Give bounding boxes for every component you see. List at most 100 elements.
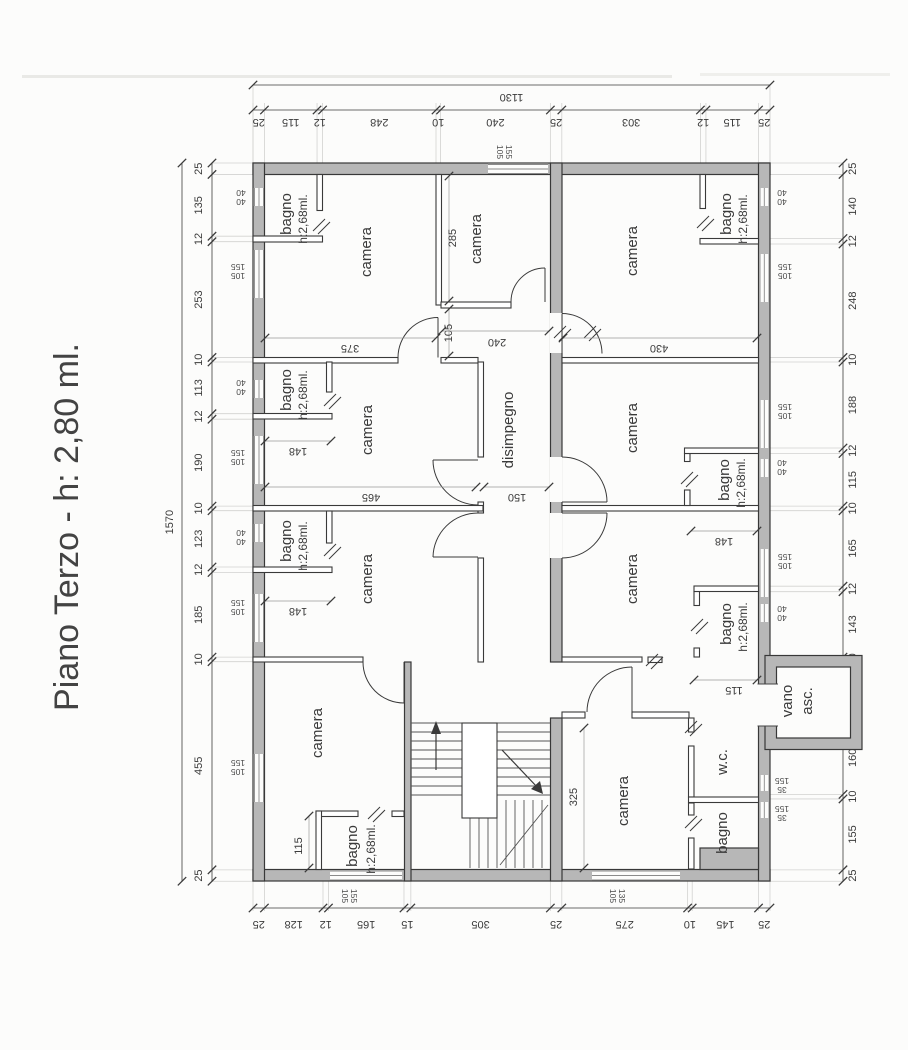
- dim-chain-label: 10: [847, 354, 859, 366]
- room-label-camera-tr: camera: [624, 225, 641, 276]
- dim-chain-label: 275: [616, 918, 634, 930]
- room-label-bagno-ml: bagno: [278, 369, 295, 411]
- dim-chain-label: 25: [758, 918, 770, 930]
- window-dim-label: 40: [777, 188, 787, 198]
- dim-chain-label: 15: [401, 918, 413, 930]
- room-label-vano-asc: vano: [779, 685, 796, 718]
- interior-dim-label: 430: [650, 342, 668, 354]
- dim-chain-label: 143: [847, 615, 859, 633]
- interior-dim-label: 240: [488, 336, 506, 348]
- dim-chain-label: 305: [471, 918, 489, 930]
- window-dim-label: 40: [777, 458, 787, 468]
- window-dim-label: 40: [236, 378, 246, 388]
- dim-chain-label: 10: [193, 354, 205, 366]
- dim-chain-label: 160: [847, 749, 859, 767]
- room-sublabel-bagno-mr2: h:2,68ml.: [736, 602, 750, 651]
- spine-door-openings: [549, 313, 563, 558]
- interior-dim-label: 325: [568, 788, 580, 806]
- interior-dim-label: 148: [289, 445, 307, 457]
- window-bottom-left: [330, 870, 402, 881]
- interior-dim-label: 115: [293, 837, 305, 855]
- dim-chain-label: 25: [193, 869, 205, 881]
- elevator-shaft: [757, 666, 852, 739]
- window-top-center: [488, 163, 548, 174]
- dim-chain-label: 248: [370, 116, 388, 128]
- room-label-bagno-tl: bagno: [278, 193, 295, 235]
- window-dim-label: 105: [495, 145, 505, 159]
- window-dim-label: 40: [236, 387, 246, 397]
- window-dim-label: 105: [231, 457, 245, 467]
- dim-chain-label: 115: [847, 471, 859, 489]
- dim-chain-label: 25: [847, 869, 859, 881]
- window-dim-label: 105: [231, 767, 245, 777]
- dim-chain-label: 12: [847, 445, 859, 457]
- window-dim-label: 155: [349, 889, 359, 903]
- window-dim-label: 155: [775, 776, 789, 786]
- stairs-up-arrow: [431, 721, 441, 734]
- dim-chain-label: 240: [486, 116, 504, 128]
- overall-height-dim: 1570: [164, 510, 176, 534]
- window-dim-label: 105: [778, 271, 792, 281]
- overall-width-dim: 1130: [500, 91, 524, 103]
- window-dim-label: 105: [778, 411, 792, 421]
- window-dim-label: 155: [775, 804, 789, 814]
- room-label-bagno-tr: bagno: [718, 193, 735, 235]
- staircase: [411, 721, 550, 868]
- dim-chain-label: 10: [432, 116, 444, 128]
- window-dim-label: 155: [231, 448, 245, 458]
- dim-chain-label: 10: [193, 502, 205, 514]
- drawing-title: Piano Terzo - h: 2,80 ml.: [48, 343, 86, 711]
- dim-chain-label: 115: [282, 116, 300, 128]
- windows-right-wall: [759, 188, 770, 818]
- interior-dim-label: 148: [289, 605, 307, 617]
- window-dim-label: 105: [778, 561, 792, 571]
- window-dim-label: 155: [231, 758, 245, 768]
- doors: [362, 267, 633, 713]
- window-dim-label: 35: [777, 813, 787, 823]
- dim-chain-label: 25: [193, 163, 205, 175]
- room-label-camera-tc: camera: [468, 213, 485, 264]
- dim-chain-label: 25: [847, 163, 859, 175]
- dim-chain-label: 25: [550, 918, 562, 930]
- window-dim-label: 135: [617, 889, 627, 903]
- dim-chain-label: 190: [193, 453, 205, 471]
- dim-chain-label: 455: [193, 757, 205, 775]
- dim-chain-label: 253: [193, 290, 205, 308]
- dim-chain-label: 10: [684, 918, 696, 930]
- window-dim-label: 155: [778, 402, 792, 412]
- room-label-bagno-mr: bagno: [716, 459, 733, 501]
- window-dim-label: 105: [340, 889, 350, 903]
- window-dim-label: 40: [236, 197, 246, 207]
- dim-chain-label: 25: [253, 918, 265, 930]
- room-label-disimpegno: disimpegno: [500, 392, 517, 469]
- interior-walls: [252, 173, 760, 871]
- dim-chain-label: 165: [847, 539, 859, 557]
- dim-chain-label: 12: [193, 233, 205, 245]
- dim-chain-label: 12: [193, 564, 205, 576]
- interior-dim-label: 115: [725, 684, 743, 696]
- window-dim-label: 105: [231, 271, 245, 281]
- dim-chain-label: 115: [723, 116, 741, 128]
- dim-chain-label: 25: [758, 116, 770, 128]
- dim-chain-label: 185: [193, 606, 205, 624]
- extension-lines: [212, 85, 843, 911]
- interior-dim-label: 105: [443, 324, 455, 342]
- windows-left-wall: [253, 188, 264, 802]
- interior-dim-label: 465: [362, 491, 380, 503]
- dim-chain-label: 12: [193, 410, 205, 422]
- dim-chain-label: 248: [847, 292, 859, 310]
- dim-chain-label: 12: [847, 583, 859, 595]
- window-dim-label: 40: [777, 467, 787, 477]
- dim-chain-label: 165: [357, 918, 375, 930]
- windows: [253, 163, 770, 881]
- room-sublabel-bagno-tr: h:2,68ml.: [736, 194, 750, 243]
- dim-chain-label: 145: [716, 918, 734, 930]
- scan-artifacts: [22, 73, 890, 78]
- window-dim-label: 40: [777, 613, 787, 623]
- window-dim-label: 155: [778, 262, 792, 272]
